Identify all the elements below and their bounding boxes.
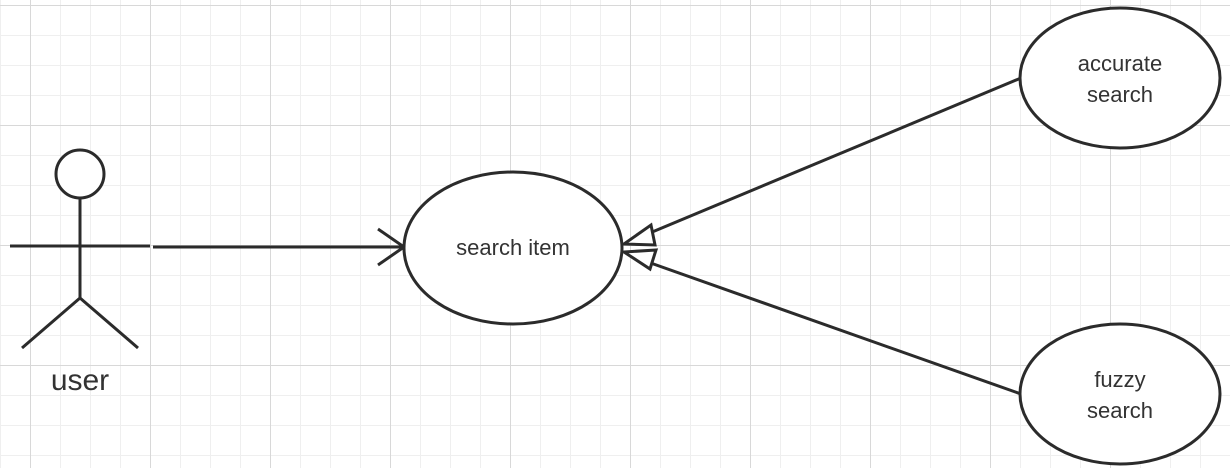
- generalization-fuzzy-search[interactable]: [619, 248, 1022, 396]
- generalization-accurate-search[interactable]: [619, 76, 1022, 247]
- generalization-line: [644, 259, 1022, 396]
- generalization-hollow-triangle: [619, 248, 659, 272]
- generalization-hollow-triangle: [619, 222, 657, 247]
- use-case-fuzzy-search-label: fuzzy search: [1086, 367, 1154, 423]
- generalization-line: [644, 76, 1022, 237]
- use-case-accurate-search[interactable]: [1018, 6, 1222, 150]
- actor-left-leg: [21, 296, 81, 350]
- use-case-search-item[interactable]: [402, 170, 624, 326]
- use-case-search-item-label: search item: [456, 235, 570, 260]
- actor-user-label: user: [50, 364, 110, 397]
- actor-head: [54, 148, 106, 200]
- use-case-fuzzy-search[interactable]: [1018, 322, 1222, 466]
- use-case-accurate-search-label: accurate search: [1077, 51, 1163, 107]
- actor-user-figure[interactable]: [10, 148, 150, 350]
- actor-right-leg: [79, 296, 139, 350]
- association-user-search-item[interactable]: [153, 227, 407, 267]
